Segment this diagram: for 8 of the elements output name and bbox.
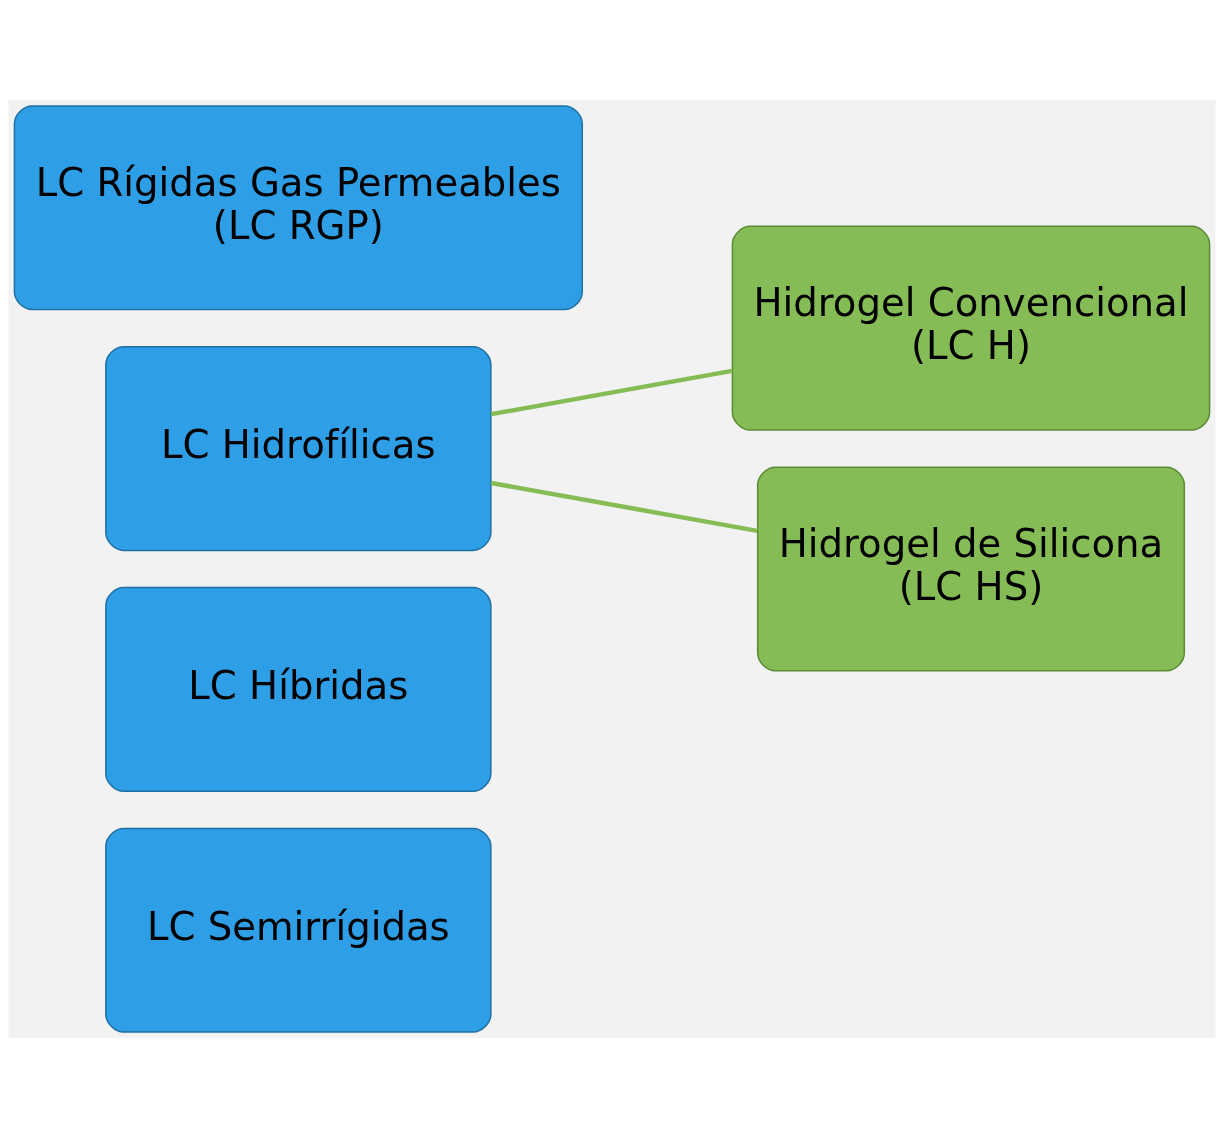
node-box: LC Híbridas	[105, 586, 492, 792]
node-box: LC Rígidas Gas Permeables (LC RGP)	[13, 105, 583, 311]
connector	[490, 368, 733, 417]
connector	[490, 480, 758, 534]
node-box: LC Hidrofílicas	[105, 346, 492, 552]
node-box: LC Semirrígidas	[105, 827, 492, 1033]
node-box: Hidrogel Convencional (LC H)	[731, 225, 1211, 431]
node-box: Hidrogel de Silicona (LC HS)	[756, 466, 1186, 672]
